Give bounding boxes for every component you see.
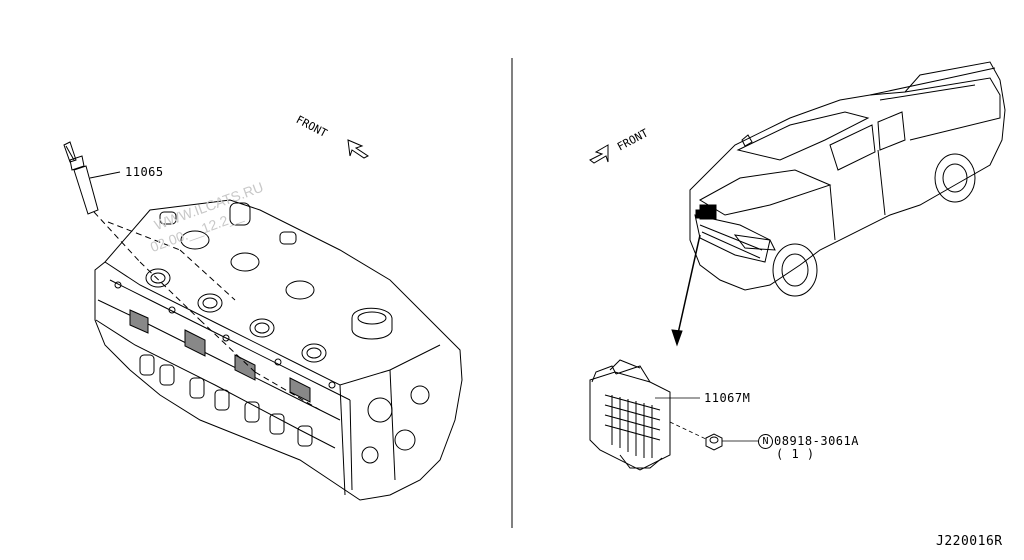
location-arrow [671,234,701,347]
part-number-nut: 08918-3061A [774,434,859,448]
part-number-glow-plug: 11065 [125,165,164,179]
glow-relay-drawing [589,359,671,471]
glow-plug-install-lines [93,211,321,411]
nut-code-circle: N [758,434,773,449]
relay-location-marker [695,204,717,220]
pickup-truck-drawing [689,61,1006,297]
part-number-glow-relay: 11067M [704,391,751,405]
diagram-id: J220016R [936,534,1003,549]
cylinder-head-drawing [94,199,463,501]
glow-plug-drawing [63,141,121,215]
nut-quantity: ( 1 ) [776,447,815,461]
front-arrow-right-panel [589,144,609,164]
leader-lines [655,397,758,442]
front-arrow-left-panel [347,139,369,159]
nut-drawing [705,433,723,451]
